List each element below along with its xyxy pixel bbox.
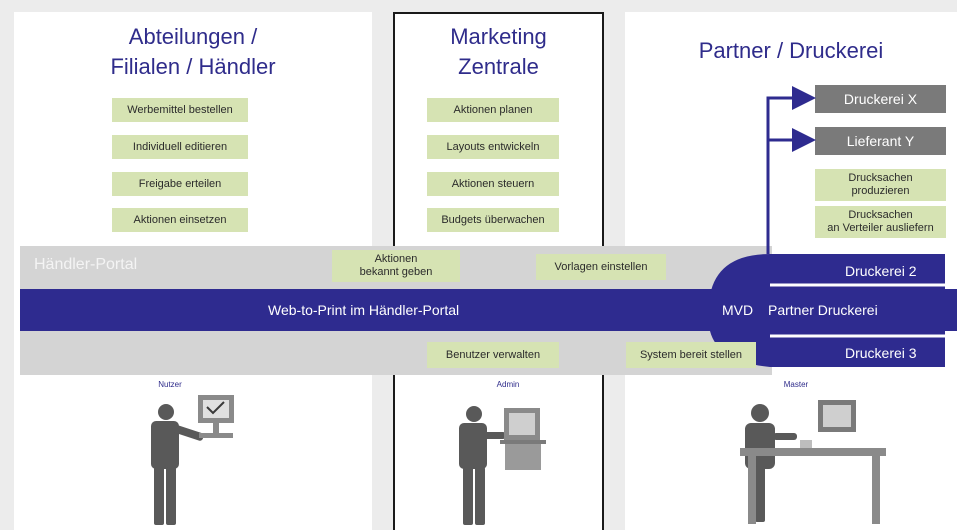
admin-figure-icon (459, 406, 546, 525)
portal-action-users: Benutzer verwalten (427, 342, 559, 368)
web-to-print-band (20, 289, 772, 331)
mvd-label: MVD (722, 302, 754, 318)
role-admin-label: Admin (496, 380, 520, 389)
middle-task-2: Layouts entwickeln (427, 135, 559, 159)
portal-label: Händler-Portal (34, 256, 138, 273)
supplier-y-box: Lieferant Y (815, 127, 946, 155)
user-figure-icon (151, 395, 234, 525)
printer-3-label: Druckerei 3 (845, 345, 917, 361)
right-task-produce: Drucksachen produzieren (815, 169, 946, 201)
mvd-curve-shape (710, 254, 957, 367)
partner-printer-label: Partner Druckerei (768, 302, 878, 318)
portal-action-system: System bereit stellen (626, 342, 756, 368)
left-task-2: Individuell editieren (112, 135, 248, 159)
left-task-4: Aktionen einsetzen (112, 208, 248, 232)
web-to-print-label: Web-to-Print im Händler-Portal (268, 302, 460, 318)
left-column-title: Abteilungen / Filialen / Händler (110, 24, 276, 79)
middle-task-4: Budgets überwachen (427, 208, 559, 232)
master-figure-icon (740, 400, 886, 524)
left-task-3: Freigabe erteilen (112, 172, 248, 196)
printer-2-label: Druckerei 2 (845, 263, 917, 279)
portal-action-templates: Vorlagen einstellen (536, 254, 666, 280)
arrow-to-printer-x (766, 86, 816, 254)
middle-task-3: Aktionen steuern (427, 172, 559, 196)
role-master-label: Master (783, 380, 809, 389)
right-task-deliver: Drucksachen an Verteiler ausliefern (815, 206, 946, 238)
printer-x-box: Druckerei X (815, 85, 946, 113)
role-user-label: Nutzer (158, 380, 182, 389)
middle-column-title: Marketing Zentrale (450, 24, 547, 79)
portal-action-announce: Aktionen bekannt geben (332, 250, 460, 282)
middle-task-1: Aktionen planen (427, 98, 559, 122)
right-column-title: Partner / Druckerei (698, 38, 884, 63)
left-task-1: Werbemittel bestellen (112, 98, 248, 122)
